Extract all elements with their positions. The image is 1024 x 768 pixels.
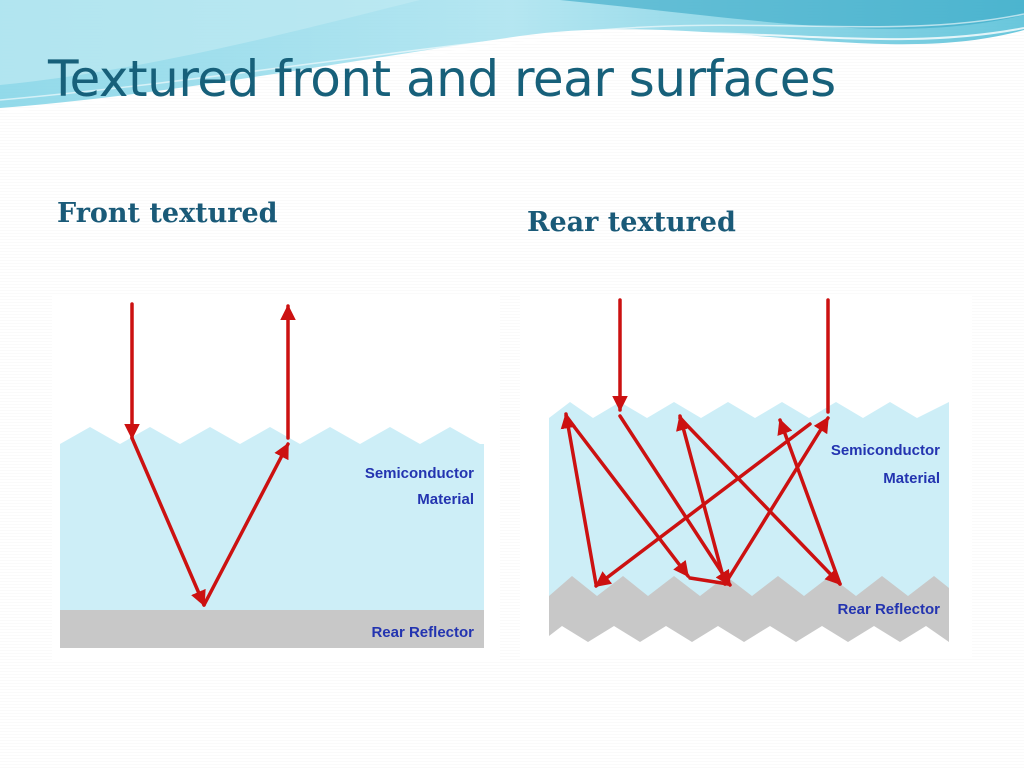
- semiconductor-label-line1: Semiconductor: [365, 465, 474, 482]
- internal-ray: [676, 414, 727, 586]
- semiconductor-label-line2: Material: [417, 491, 474, 508]
- rear-reflector-layer: [60, 610, 484, 648]
- semiconductor-label-line1: Semiconductor: [831, 442, 940, 459]
- semiconductor-layer: [549, 402, 949, 597]
- semiconductor-layer: [60, 427, 484, 610]
- rear-textured-diagram: Semiconductor Material Rear Reflector: [520, 296, 972, 658]
- refracted-ray: [130, 436, 206, 607]
- slide-title: Textured front and rear surfaces: [48, 50, 836, 108]
- internal-ray: [594, 422, 812, 588]
- front-textured-diagram: Semiconductor Material Rear Reflector: [52, 296, 500, 662]
- rear-reflector-label: Rear Reflector: [837, 601, 940, 618]
- rear-reflector-layer: [549, 576, 949, 642]
- rear-textured-heading: Rear textured: [527, 207, 736, 238]
- internal-ray: [678, 416, 842, 586]
- decorative-wave-banner: [0, 0, 1024, 113]
- internal-ray: [560, 412, 598, 586]
- rear-reflector-label: Rear Reflector: [371, 624, 474, 641]
- internal-ray: [564, 414, 690, 578]
- internal-ray: [688, 576, 730, 586]
- internal-ray: [723, 416, 830, 586]
- reflected-ray: [202, 442, 290, 607]
- front-textured-heading: Front textured: [57, 198, 278, 229]
- internal-ray: [618, 414, 732, 587]
- internal-ray: [777, 418, 842, 586]
- semiconductor-label-line2: Material: [883, 470, 940, 487]
